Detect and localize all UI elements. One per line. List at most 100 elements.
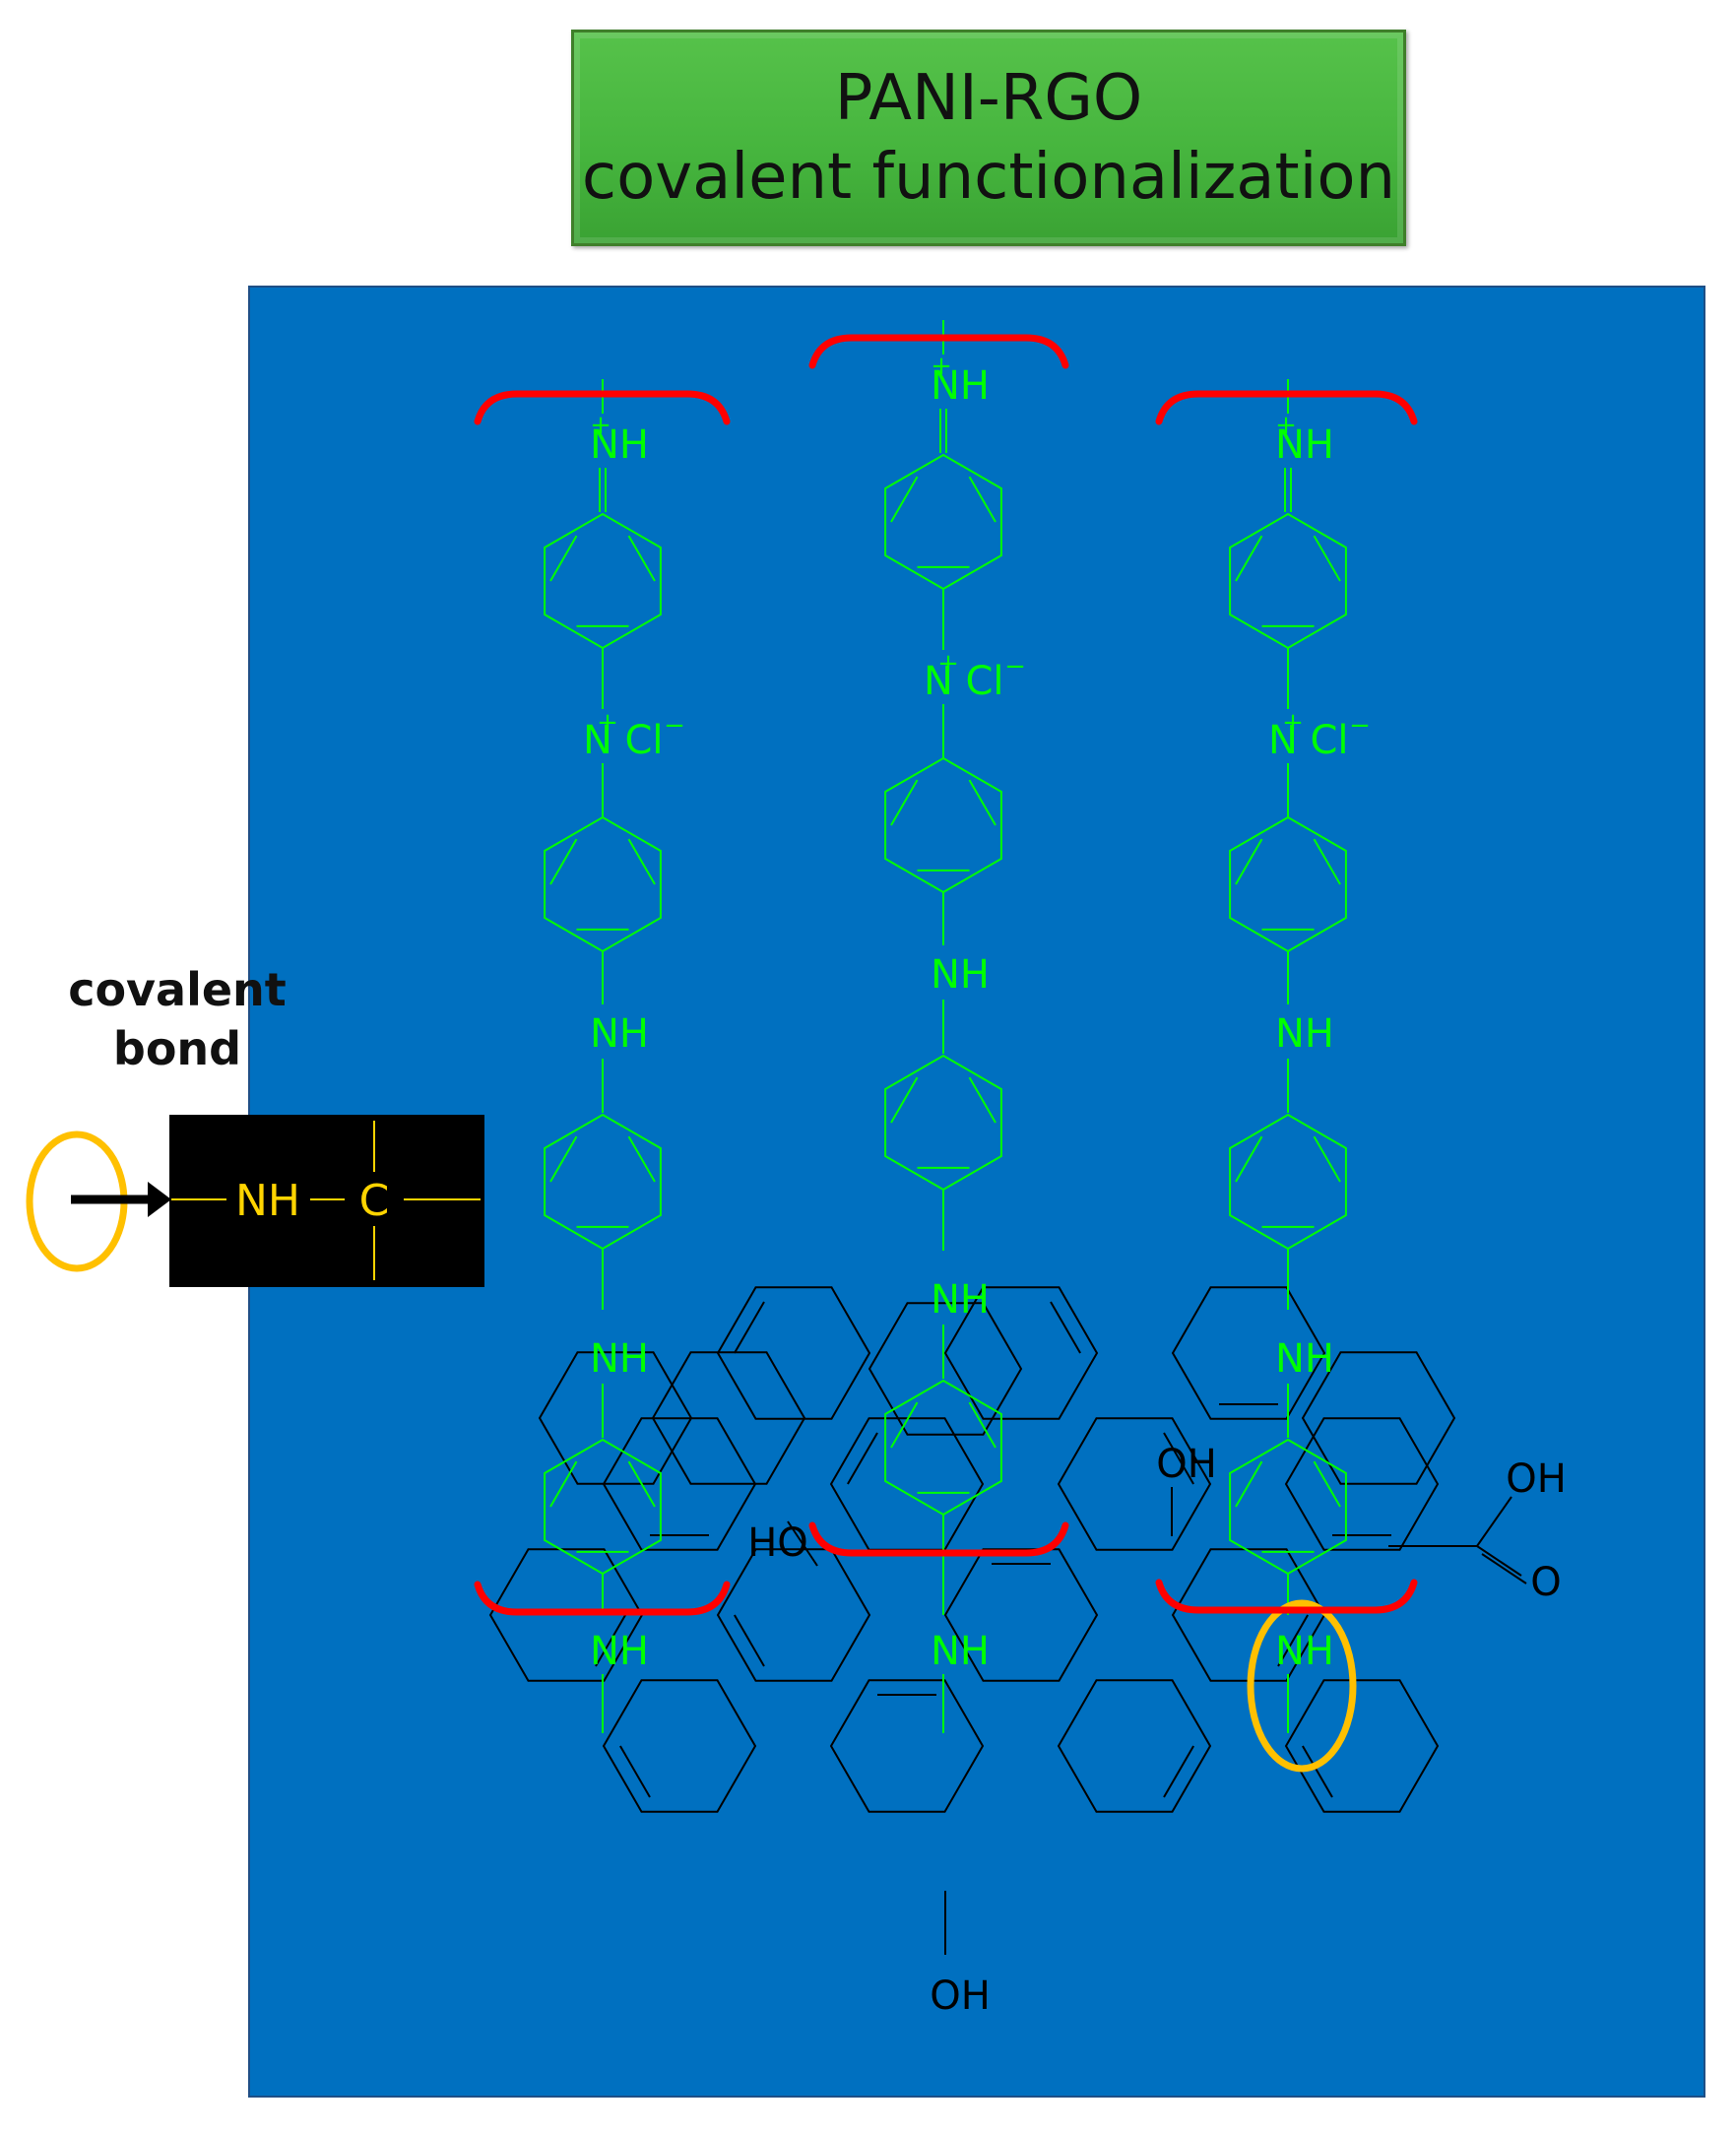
amine-label: NH bbox=[931, 1277, 990, 1323]
anchor-nh-label: NH bbox=[590, 1629, 649, 1674]
imine-charge: + bbox=[590, 411, 611, 440]
salt-plus: + bbox=[597, 708, 618, 738]
repeat-unit-bracket bbox=[1155, 390, 1418, 425]
rgo-double-bond bbox=[1163, 1745, 1194, 1798]
rgo-ring bbox=[1284, 1417, 1440, 1551]
brackets bbox=[474, 334, 1418, 1616]
rgo-ring bbox=[943, 1548, 1099, 1682]
salt-cl-label: Cl bbox=[624, 718, 663, 763]
amine-label: NH bbox=[590, 1336, 649, 1382]
salt-cl-label: Cl bbox=[965, 659, 1003, 704]
pani-double-bond bbox=[1313, 1135, 1341, 1183]
pani-double-bond bbox=[549, 1460, 578, 1508]
rgo-ring bbox=[1171, 1286, 1326, 1420]
rgo-double-bond bbox=[1277, 1614, 1309, 1667]
rgo-ring bbox=[829, 1417, 985, 1551]
salt-n-label: N bbox=[583, 718, 612, 763]
pani-double-bond bbox=[549, 535, 578, 582]
pani-double-bond bbox=[890, 1076, 919, 1124]
amine-label: NH bbox=[590, 1011, 649, 1057]
pani-ring bbox=[1229, 815, 1347, 953]
pani-double-bond bbox=[890, 779, 919, 826]
rgo-double-bond bbox=[1302, 1745, 1333, 1798]
pani-double-bond bbox=[1235, 535, 1263, 582]
rgo-cooh-bond bbox=[1476, 1496, 1512, 1547]
right-arrow-head bbox=[148, 1182, 171, 1217]
rgo-ring bbox=[829, 1679, 985, 1813]
rgo-ring bbox=[716, 1548, 871, 1682]
bond-legend-box bbox=[169, 1115, 484, 1287]
rgo-ring bbox=[868, 1302, 1023, 1436]
anchor-nh-label: NH bbox=[1275, 1629, 1334, 1674]
pani-double-bond bbox=[1235, 1135, 1263, 1183]
amine-label: NH bbox=[931, 952, 990, 998]
imine-charge: + bbox=[931, 352, 952, 381]
pani-double-bond bbox=[968, 779, 997, 826]
salt-n-label: N bbox=[1268, 718, 1298, 763]
rgo-oh-left: HO bbox=[747, 1520, 808, 1566]
pani-ring bbox=[1229, 512, 1347, 650]
repeat-unit-bracket bbox=[474, 390, 731, 425]
pani-double-bond bbox=[549, 1135, 578, 1183]
ellipse-highlight-icon bbox=[1247, 1599, 1357, 1773]
rgo-double-bond bbox=[734, 1614, 765, 1667]
legend-label-line-2: bond bbox=[112, 1022, 242, 1075]
pani-ring bbox=[884, 1379, 1002, 1517]
pani-ring bbox=[544, 1113, 662, 1251]
repeat-unit-bracket bbox=[808, 334, 1069, 369]
pani-double-bond bbox=[890, 476, 919, 523]
imine-label: NH bbox=[931, 363, 990, 409]
pani-ring bbox=[544, 1438, 662, 1576]
rgo-ring bbox=[943, 1286, 1099, 1420]
rgo-cooh-bond bbox=[1481, 1553, 1527, 1584]
salt-plus: + bbox=[1282, 708, 1304, 738]
pani-double-bond bbox=[968, 476, 997, 523]
rgo-double-bond bbox=[847, 1432, 878, 1485]
pani-ring bbox=[544, 512, 662, 650]
pani-ring bbox=[884, 453, 1002, 591]
rgo-oh-mid: OH bbox=[1156, 1442, 1217, 1487]
rgo-lattice bbox=[488, 1286, 1527, 1955]
rgo-cooh-bond bbox=[1476, 1545, 1522, 1577]
pani-ring bbox=[884, 1054, 1002, 1192]
rgo-cooh-o: O bbox=[1530, 1560, 1561, 1605]
rgo-ring bbox=[1171, 1548, 1326, 1682]
rgo-cooh-oh: OH bbox=[1506, 1456, 1567, 1502]
rgo-double-bond bbox=[1050, 1301, 1081, 1354]
salt-cl-label: Cl bbox=[1310, 718, 1348, 763]
amine-label: NH bbox=[1275, 1011, 1334, 1057]
title-line-2: covalent functionalization bbox=[581, 141, 1396, 214]
pani-ring bbox=[884, 756, 1002, 894]
salt-plus: + bbox=[937, 649, 959, 679]
salt-minus: − bbox=[664, 711, 685, 741]
pani-double-bond bbox=[1313, 838, 1341, 885]
pani-double-bond bbox=[627, 838, 656, 885]
diagram-panel bbox=[248, 286, 1705, 2098]
salt-minus: − bbox=[1349, 711, 1371, 741]
rgo-ring bbox=[1057, 1679, 1212, 1813]
rgo-ring bbox=[602, 1679, 757, 1813]
legend-label-line-1: covalent bbox=[68, 963, 287, 1016]
pani-double-bond bbox=[890, 1401, 919, 1449]
rgo-double-bond bbox=[595, 1614, 626, 1667]
title-box: PANI-RGO covalent functionalization bbox=[571, 30, 1406, 246]
pani-ring bbox=[1229, 1113, 1347, 1251]
rgo-ring bbox=[1301, 1351, 1456, 1485]
pani-double-bond bbox=[968, 1401, 997, 1449]
bond-nh-label: NH bbox=[235, 1176, 300, 1226]
rgo-ring bbox=[1284, 1679, 1440, 1813]
repeat-unit-bracket bbox=[474, 1581, 731, 1616]
rgo-double-bond bbox=[734, 1301, 765, 1354]
repeat-unit-bracket bbox=[1155, 1579, 1418, 1614]
salt-n-label: N bbox=[924, 659, 953, 704]
rgo-double-bond bbox=[619, 1745, 651, 1798]
pani-double-bond bbox=[1313, 535, 1341, 582]
pani-double-bond bbox=[549, 838, 578, 885]
bond-c-label: C bbox=[359, 1176, 390, 1226]
amine-label: NH bbox=[1275, 1336, 1334, 1382]
pani-double-bond bbox=[1235, 838, 1263, 885]
pani-chain-2 bbox=[884, 320, 1002, 1733]
pani-double-bond bbox=[627, 1460, 656, 1508]
